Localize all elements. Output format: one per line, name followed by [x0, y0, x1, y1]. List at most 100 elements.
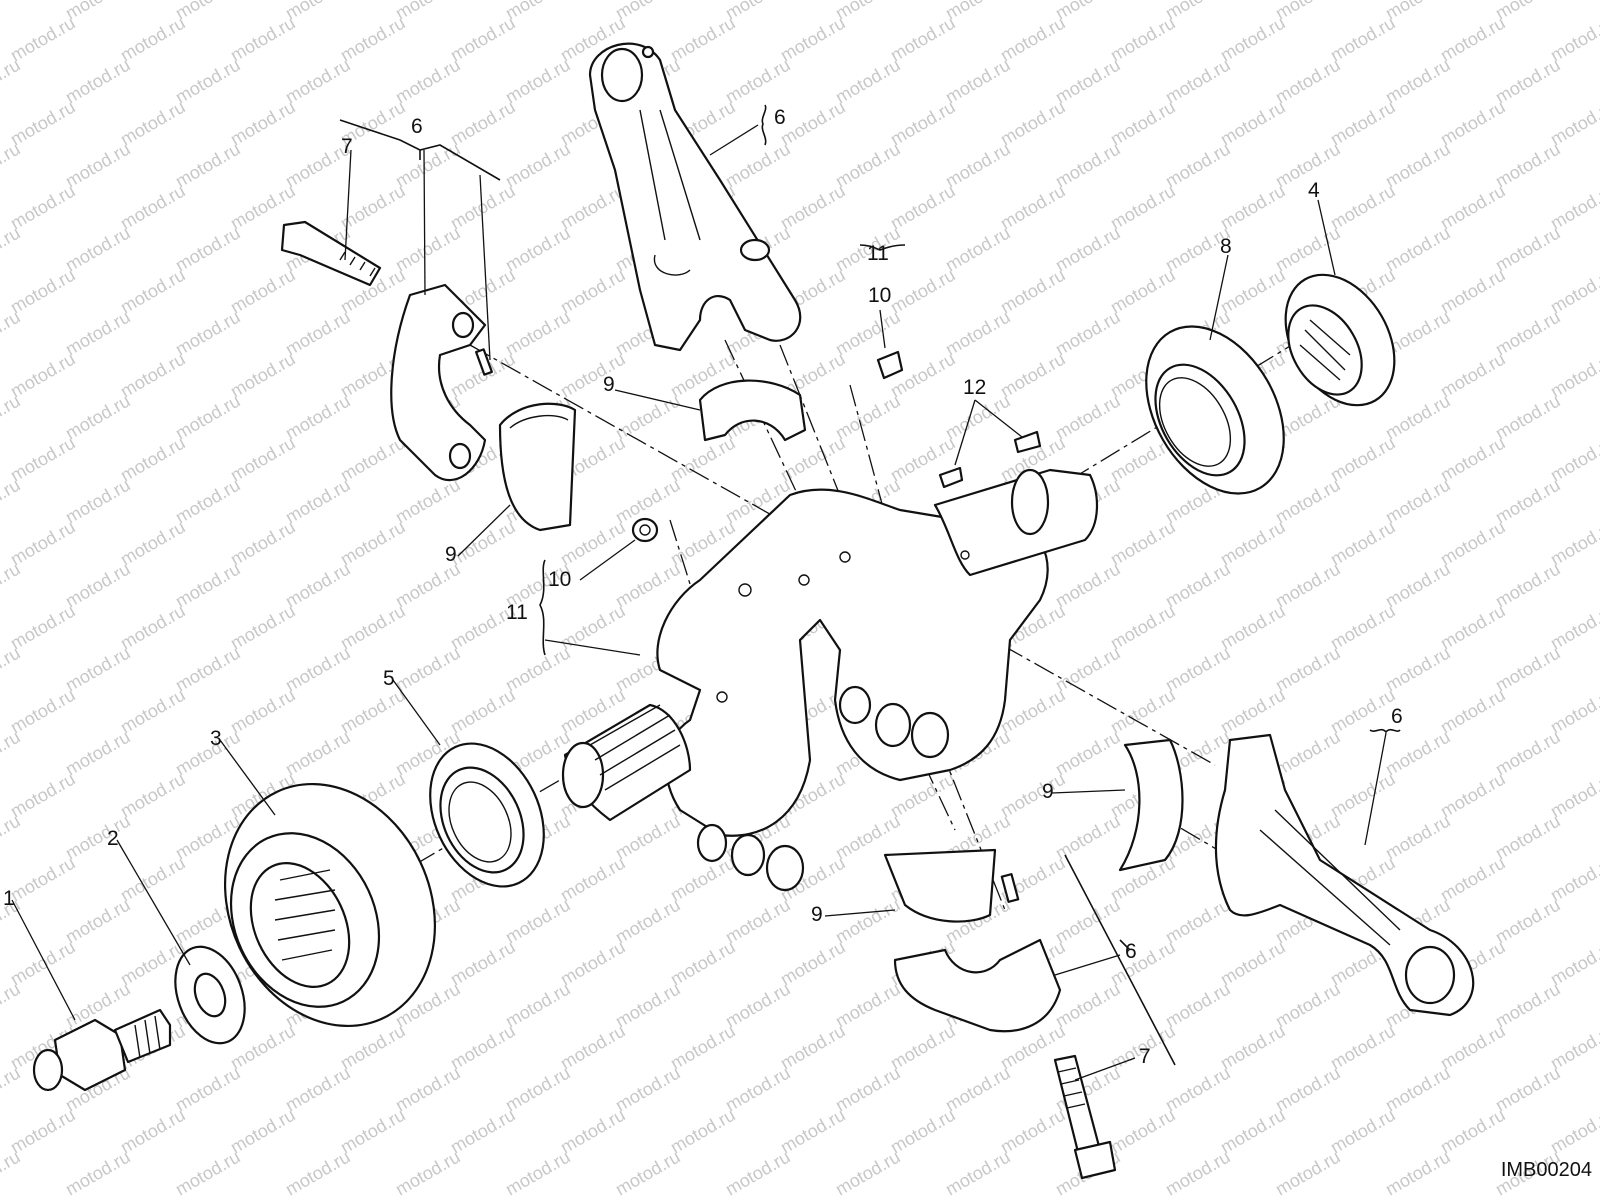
watermark-text: motod.ru: [942, 139, 1014, 192]
watermark-text: motod.ru: [1437, 685, 1509, 738]
watermark-text: motod.ru: [1492, 307, 1564, 360]
watermark-text: motod.ru: [282, 391, 354, 444]
watermark-text: motod.ru: [172, 1147, 244, 1200]
watermark-text: motod.ru: [227, 685, 299, 738]
watermark-text: motod.ru: [172, 475, 244, 528]
watermark-text: motod.ru: [447, 1021, 519, 1074]
watermark-text: motod.ru: [1437, 769, 1509, 822]
washer: [174, 945, 246, 1045]
callout-labels: 1 2 3 4 5 6 6 6 6 7 7 8 9 9 9 9 10 10 11…: [3, 106, 1403, 1068]
watermark-text: motod.ru: [1492, 811, 1564, 864]
watermark-text: motod.ru: [502, 643, 574, 696]
watermark-text: motod.ru: [62, 643, 134, 696]
watermark-text: motod.ru: [7, 97, 79, 150]
callout-4: 4: [1308, 179, 1320, 202]
watermark-text: motod.ru: [612, 1063, 684, 1116]
watermark-text: motod.ru: [1492, 727, 1564, 780]
watermark-text: motod.ru: [942, 55, 1014, 108]
watermark-text: motod.ru: [117, 97, 189, 150]
rod-bolt-lower: [1053, 1054, 1117, 1180]
watermark-text: motod.ru: [557, 937, 629, 990]
watermark-text: motod.ru: [282, 475, 354, 528]
watermark-text: motod.ru: [1107, 601, 1179, 654]
plug-top: [876, 350, 904, 380]
watermark-text: motod.ru: [832, 139, 904, 192]
watermark-text: motod.ru: [62, 391, 134, 444]
watermark-text: motod.ru: [392, 55, 464, 108]
watermark-text: motod.ru: [1382, 1063, 1454, 1116]
watermark-text: motod.ru: [1492, 55, 1564, 108]
watermark-text: motod.ru: [722, 1063, 794, 1116]
crank-gear: [429, 742, 545, 888]
watermark-text: motod.ru: [7, 1105, 79, 1158]
watermark-text: motod.ru: [282, 559, 354, 612]
watermark-text: motod.ru: [1437, 1021, 1509, 1074]
watermark-text: motod.ru: [172, 139, 244, 192]
watermark-text: motod.ru: [1052, 139, 1124, 192]
watermark-text: motod.ru: [62, 895, 134, 948]
watermark-text: motod.ru: [117, 517, 189, 570]
rod-cap-left: [390, 283, 493, 482]
watermark-text: motod.ru: [1052, 979, 1124, 1032]
watermark-text: motod.ru: [117, 769, 189, 822]
watermark-text: motod.ru: [7, 181, 79, 234]
watermark-text: motod.ru: [1107, 685, 1179, 738]
watermark-text: motod.ru: [1492, 391, 1564, 444]
watermark-text: motod.ru: [1162, 979, 1234, 1032]
watermark-text: motod.ru: [1492, 475, 1564, 528]
watermark-text: motod.ru: [7, 853, 79, 906]
watermark-text: motod.ru: [447, 517, 519, 570]
callout-7-top: 7: [341, 135, 353, 158]
watermark-text: motod.ru: [1162, 1063, 1234, 1116]
watermark-text: motod.ru: [337, 433, 409, 486]
watermark-text: motod.ru: [1327, 13, 1399, 66]
watermark-text: motod.ru: [337, 601, 409, 654]
watermark-text: motod.ru: [1272, 979, 1344, 1032]
watermark-text: motod.ru: [1217, 181, 1289, 234]
watermark-text: motod.ru: [172, 223, 244, 276]
watermark-text: motod.ru: [887, 1021, 959, 1074]
watermark-text: motod.ru: [557, 1105, 629, 1158]
callout-9-right: 9: [1042, 780, 1054, 803]
plug-left: [631, 517, 659, 543]
watermark-text: motod.ru: [667, 13, 739, 66]
watermark-text: motod.ru: [1327, 1021, 1399, 1074]
watermark-text: motod.ru: [1217, 265, 1289, 318]
watermark-text: motod.ru: [227, 97, 299, 150]
watermark-text: motod.ru: [997, 181, 1069, 234]
watermark-text: motod.ru: [7, 601, 79, 654]
watermark-text: motod.ru: [1052, 559, 1124, 612]
callout-11-top: 11: [867, 242, 889, 265]
watermark-text: motod.ru: [1492, 223, 1564, 276]
crankshaft: [561, 468, 1099, 892]
watermark-text: motod.ru: [1272, 559, 1344, 612]
watermark-text: motod.ru: [62, 811, 134, 864]
watermark-text: motod.ru: [997, 265, 1069, 318]
primary-drive-gear: [223, 782, 437, 1028]
watermark-text: motod.ru: [942, 307, 1014, 360]
watermark-text: motod.ru: [722, 895, 794, 948]
watermark-text: motod.ru: [1382, 727, 1454, 780]
watermark-text: motod.ru: [502, 139, 574, 192]
watermark-text: motod.ru: [1217, 1021, 1289, 1074]
watermark-text: motod.ru: [502, 1147, 574, 1200]
callout-3: 3: [210, 727, 222, 750]
watermark-text: motod.ru: [62, 139, 134, 192]
watermark-text: motod.ru: [1327, 685, 1399, 738]
watermark-text: motod.ru: [887, 265, 959, 318]
watermark-text: motod.ru: [117, 349, 189, 402]
watermark-text: motod.ru: [1437, 349, 1509, 402]
watermark-text: motod.ru: [1217, 685, 1289, 738]
watermark-text: motod.ru: [172, 391, 244, 444]
watermark-text: motod.ru: [1162, 55, 1234, 108]
watermark-text: motod.ru: [62, 307, 134, 360]
watermark-text: motod.ru: [7, 265, 79, 318]
watermark-text: motod.ru: [62, 475, 134, 528]
watermark-text: motod.ru: [62, 55, 134, 108]
watermark-text: motod.ru: [62, 223, 134, 276]
watermark-text: motod.ru: [1382, 55, 1454, 108]
watermark-text: motod.ru: [227, 433, 299, 486]
watermark-text: motod.ru: [447, 1105, 519, 1158]
watermark-text: motod.ru: [1382, 643, 1454, 696]
